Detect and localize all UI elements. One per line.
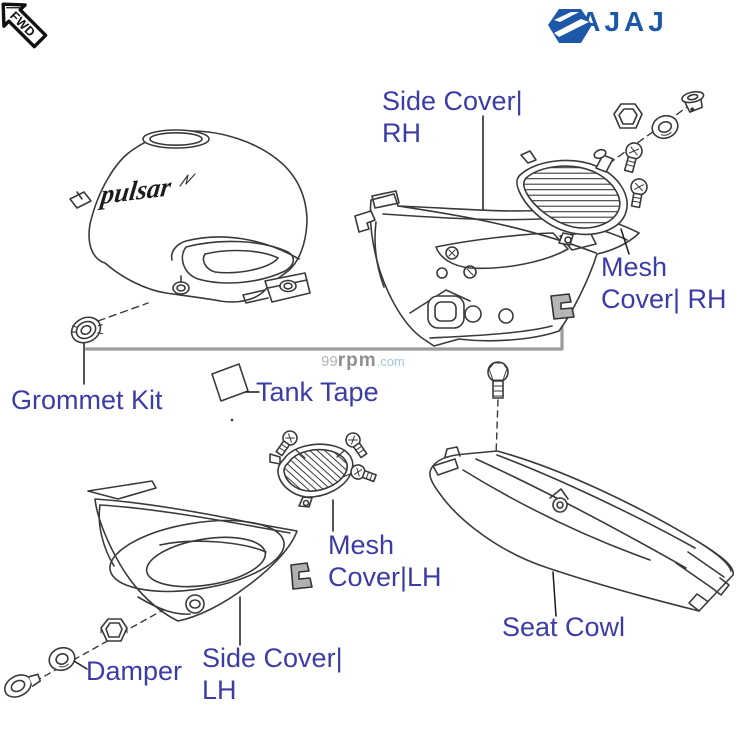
- screw-rh-1: [623, 142, 643, 174]
- damper-ring: [48, 646, 76, 672]
- grommet-kit-drawing: [70, 302, 149, 385]
- tank-tape-label[interactable]: Tank Tape: [256, 377, 379, 407]
- cowl-eyelet: [552, 497, 568, 513]
- bajaj-emblem-icon: [548, 9, 592, 43]
- damper-label[interactable]: Damper: [86, 656, 183, 686]
- side-cover-lh-drawing: [87, 480, 298, 646]
- mesh-cover-rh-label[interactable]: Mesh Cover| RH: [601, 252, 727, 314]
- watermark-com: .com: [376, 354, 405, 369]
- screw-rh-2: [630, 178, 648, 209]
- push-screw: [3, 673, 42, 698]
- hex-nut-rh: [613, 103, 643, 129]
- tank-logo-flash: [179, 173, 196, 187]
- damper-dashed-line: [15, 609, 164, 693]
- cowl-dashed-line: [495, 399, 499, 457]
- watermark-rpm: rpm: [337, 350, 377, 371]
- screw-lh-3: [350, 464, 377, 483]
- seat-cowl-drawing: [429, 361, 734, 617]
- mesh-cover-lh-drawing: [269, 430, 377, 532]
- grommet-kit-label[interactable]: Grommet Kit: [11, 385, 163, 415]
- hex-nut-lh: [100, 618, 128, 642]
- screw-lh-1: [275, 430, 298, 457]
- screw-lh-2: [345, 432, 368, 459]
- side-cover-rh-label[interactable]: Side Cover| RH: [382, 86, 523, 148]
- damper-leader-line: [73, 660, 88, 670]
- mesh-cover-lh-label[interactable]: Mesh Cover|LH: [328, 530, 442, 592]
- tank-mount-bracket: [242, 272, 311, 304]
- damper-fasteners-drawing: [3, 609, 164, 698]
- gray-connector-line: [84, 318, 564, 351]
- mesh-cover-rh-leader-line: [620, 228, 630, 255]
- ring-grommet-rh: [651, 114, 679, 140]
- side-cover-lh-knob: [185, 594, 205, 614]
- seat-cowl-leader-line: [552, 571, 557, 617]
- watermark-99: 99: [321, 353, 338, 370]
- cowl-bolt: [487, 361, 509, 399]
- push-rivet-rh: [681, 90, 705, 113]
- grommet-dashed-line: [97, 302, 149, 322]
- clip-lh-drawing: [290, 562, 313, 590]
- mesh-cover-rh-drawing: [516, 90, 705, 255]
- fuel-tank-drawing: pulsar: [69, 129, 311, 304]
- fwd-direction-badge: FWD: [1, 2, 48, 49]
- side-cover-lh-label[interactable]: Side Cover| LH: [202, 643, 343, 705]
- tank-tape-drawing: [211, 363, 260, 422]
- watermark: 99rpm.com: [321, 350, 405, 372]
- bajaj-logo: BAJAJ: [545, 6, 668, 43]
- tank-foot-washer: [172, 281, 190, 295]
- clip-rh-drawing: [550, 293, 575, 320]
- seat-cowl-label[interactable]: Seat Cowl: [502, 612, 626, 642]
